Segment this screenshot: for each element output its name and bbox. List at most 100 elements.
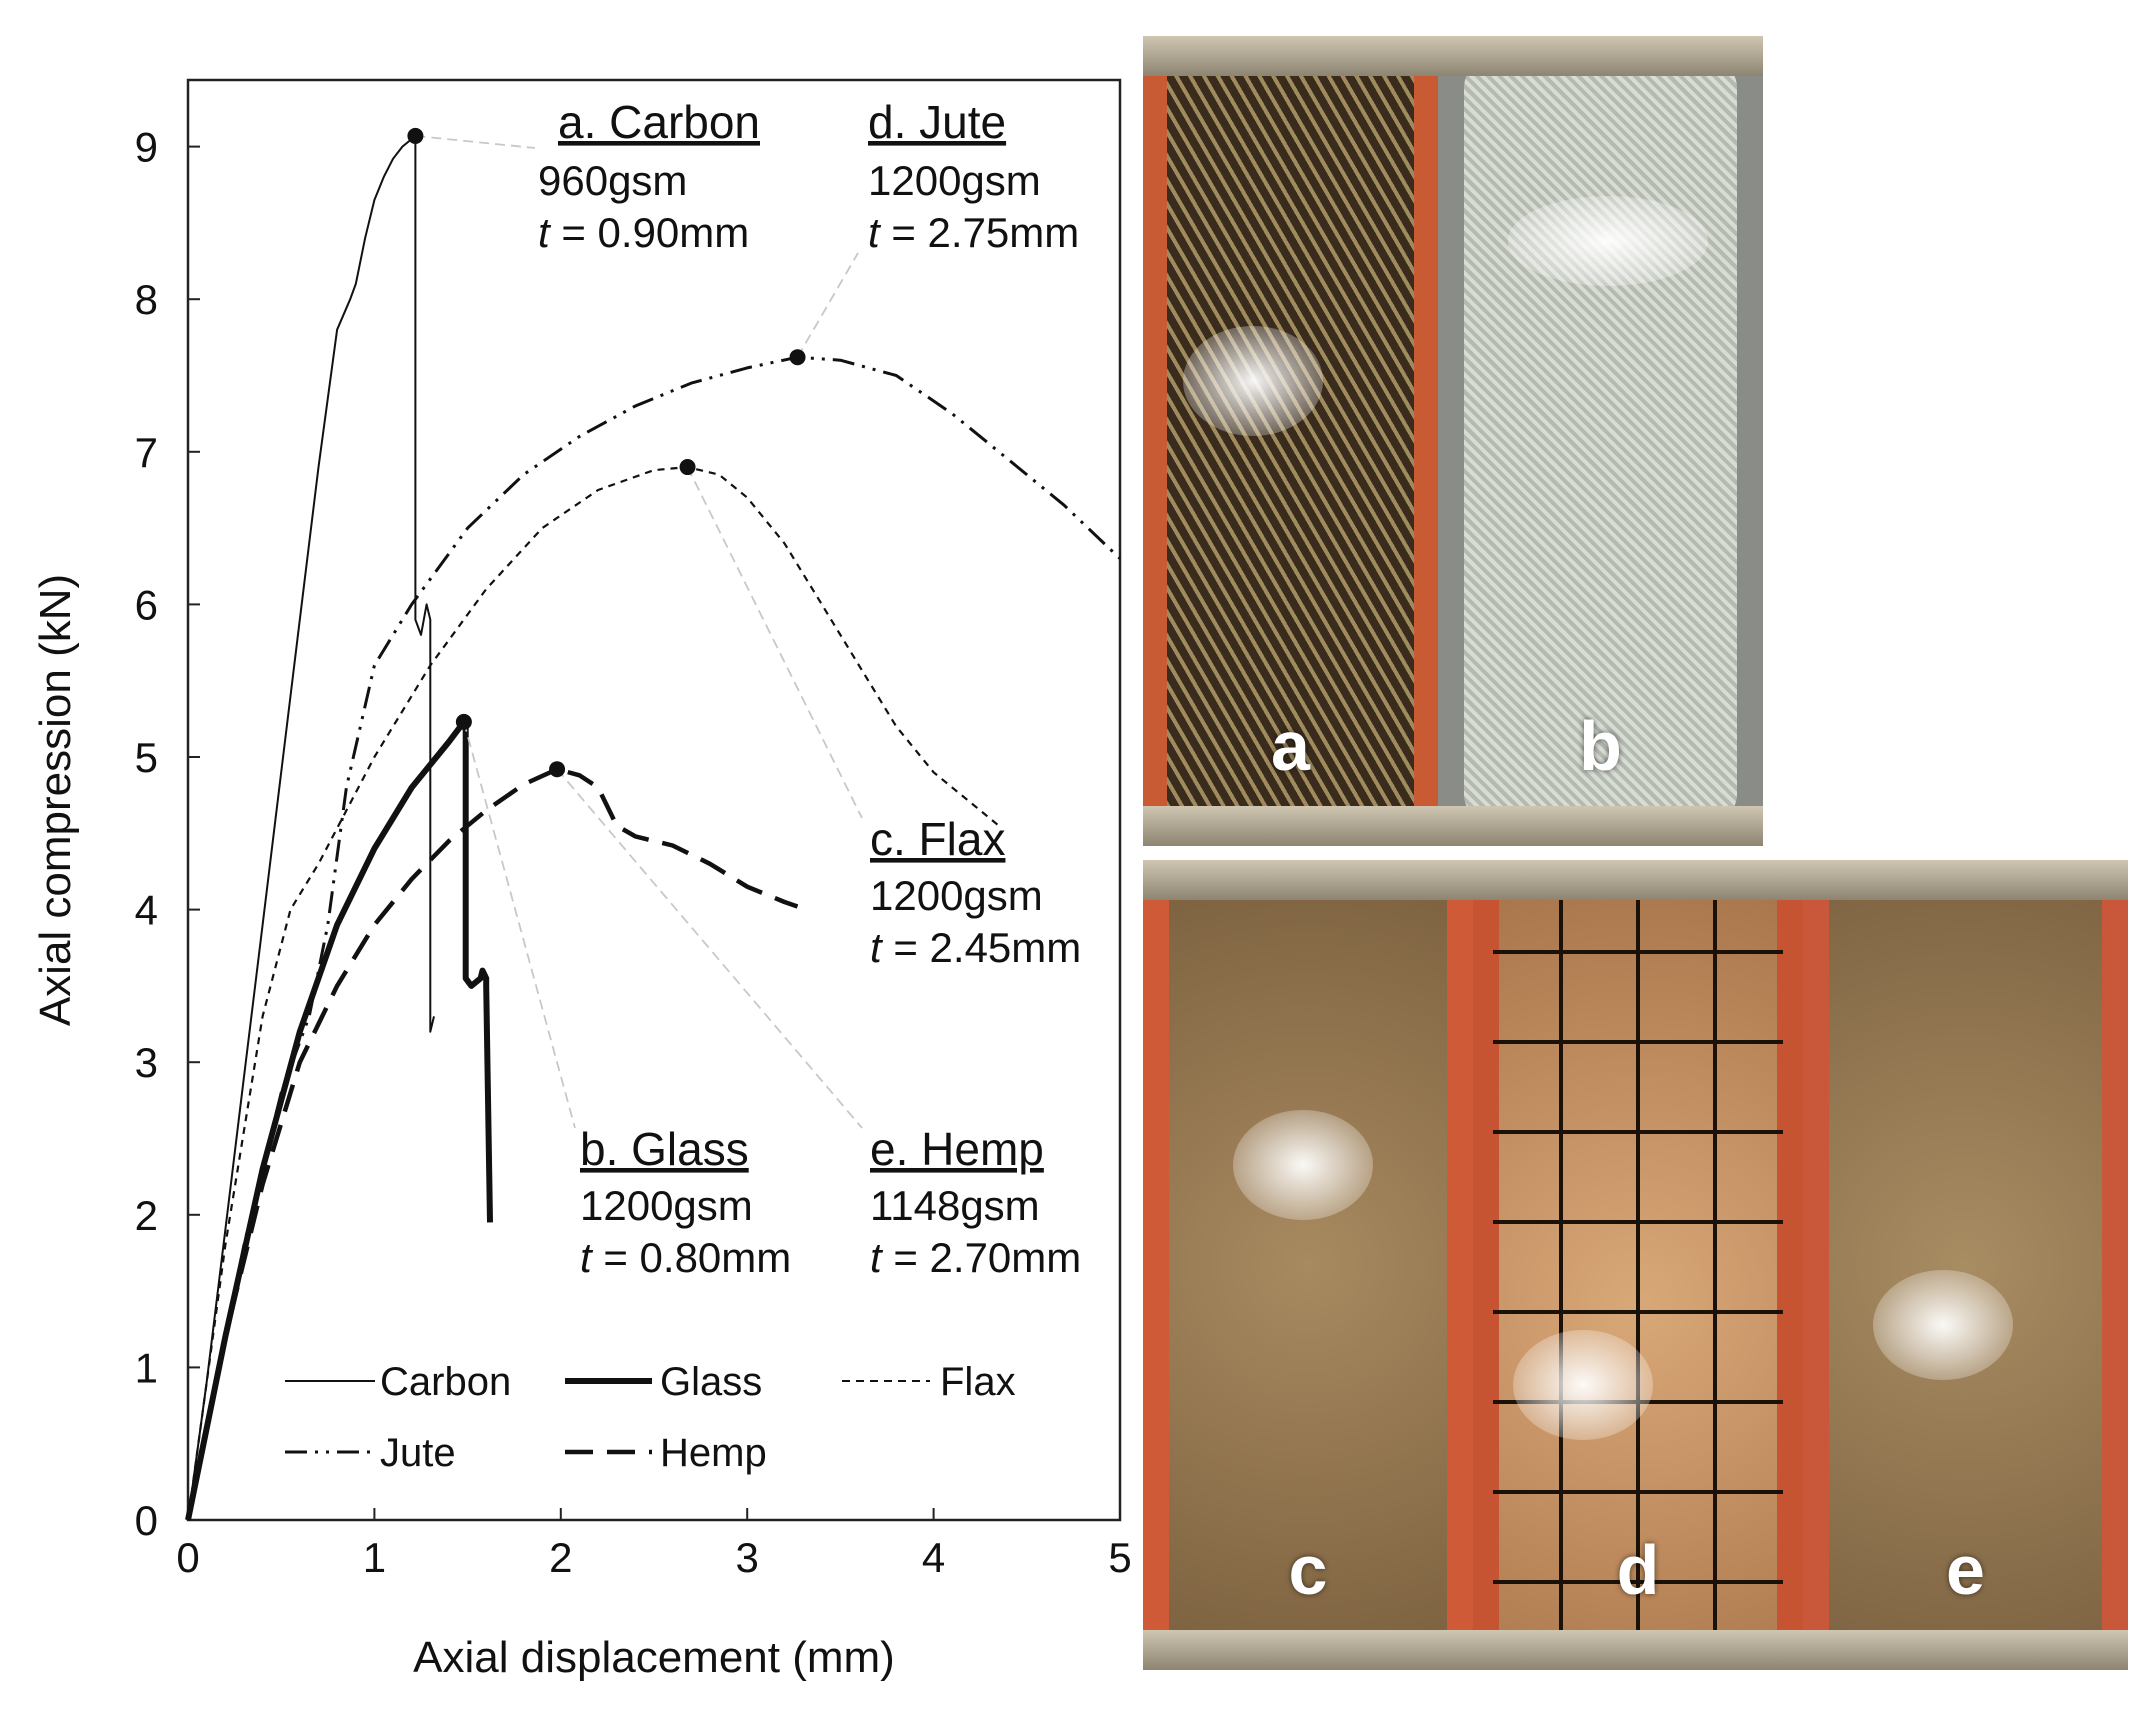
annotation-carbon-thickness: t = 0.90mm <box>538 209 749 256</box>
annotation-jute-gsm: 1200gsm <box>868 157 1041 204</box>
photo-e-specimen <box>1829 882 2102 1648</box>
y-tick-label: 1 <box>135 1344 158 1391</box>
x-tick-label: 0 <box>176 1534 199 1581</box>
legend-label-carbon: Carbon <box>380 1360 511 1404</box>
annotation-carbon: a. Carbon 960gsm t = 0.90mm <box>538 96 760 256</box>
annotation-glass-thickness: t = 0.80mm <box>580 1234 791 1281</box>
photo-d-gridline <box>1492 1310 1784 1314</box>
annotation-hemp-name: e. Hemp <box>870 1123 1044 1175</box>
photo-a-frame-top <box>1143 36 1438 76</box>
annotation-glass: b. Glass 1200gsm t = 0.80mm <box>580 1123 791 1281</box>
annotation-glass-gsm: 1200gsm <box>580 1182 753 1229</box>
photo-b-highlight <box>1508 196 1708 286</box>
leader-line-flax <box>686 466 863 819</box>
leader-line-hemp <box>556 768 863 1129</box>
specimen-photo-e: e <box>1803 860 2128 1670</box>
peak-marker-flax <box>679 459 696 476</box>
photo-a-highlight <box>1183 326 1323 436</box>
leader-line-carbon <box>415 135 536 149</box>
y-tick-label: 2 <box>135 1192 158 1239</box>
peak-marker-hemp <box>549 761 566 778</box>
photo-d-gridline <box>1492 1220 1784 1224</box>
photo-d-gridline <box>1636 890 1640 1640</box>
photo-b-specimen <box>1464 58 1737 824</box>
y-tick-label: 5 <box>135 734 158 781</box>
photo-d-gridline <box>1492 1580 1784 1584</box>
y-tick-label: 7 <box>135 429 158 476</box>
series-hemp <box>185 766 799 1521</box>
photo-d-label: d <box>1616 1531 1660 1609</box>
series-layer <box>185 134 1122 1521</box>
photo-d-highlight <box>1513 1330 1653 1440</box>
photo-d-gridline <box>1492 1490 1784 1494</box>
leader-line-jute <box>796 252 859 358</box>
y-tick-label: 0 <box>135 1497 158 1544</box>
photo-d-gridline <box>1559 890 1563 1640</box>
annotation-jute: d. Jute 1200gsm t = 2.75mm <box>868 96 1079 256</box>
specimen-photo-c: c <box>1143 860 1473 1670</box>
photo-d-gridline <box>1713 890 1717 1640</box>
photo-c-specimen <box>1169 882 1447 1648</box>
annotation-glass-name: b. Glass <box>580 1123 749 1175</box>
series-jute <box>186 355 1122 1521</box>
photo-c-frame-bottom <box>1143 1630 1473 1670</box>
y-tick-label: 9 <box>135 124 158 171</box>
annotation-flax-name: c. Flax <box>870 813 1005 865</box>
photo-d-gridline <box>1492 950 1784 954</box>
photo-c-frame-top <box>1143 860 1473 900</box>
specimen-photo-b: b <box>1438 36 1763 846</box>
photo-d-gridline <box>1492 1040 1784 1044</box>
legend-label-glass: Glass <box>660 1360 762 1404</box>
x-tick-label: 2 <box>549 1534 572 1581</box>
photo-e-label: e <box>1946 1531 1985 1609</box>
x-tick-label: 1 <box>363 1534 386 1581</box>
annotation-flax-thickness: t = 2.45mm <box>870 924 1081 971</box>
specimen-photo-d: d <box>1473 860 1803 1670</box>
photo-c-label: c <box>1288 1531 1328 1609</box>
specimen-photo-a: a <box>1143 36 1438 846</box>
peak-marker-glass <box>455 713 472 730</box>
y-tick-label: 8 <box>135 276 158 323</box>
annotation-jute-thickness: t = 2.75mm <box>868 209 1079 256</box>
y-tick-label: 4 <box>135 887 158 934</box>
photo-b-label: b <box>1579 707 1622 785</box>
plot-area <box>186 78 1122 1522</box>
peak-marker-carbon <box>407 127 424 144</box>
photo-e-frame-top <box>1803 860 2128 900</box>
annotation-carbon-name: a. Carbon <box>558 96 760 148</box>
legend-label-jute: Jute <box>380 1431 456 1475</box>
photo-c-highlight <box>1233 1110 1373 1220</box>
peak-markers <box>407 127 806 778</box>
series-flax <box>186 466 1000 1521</box>
y-axis-title: Axial compression (kN) <box>31 574 80 1026</box>
photo-b-frame-bottom <box>1438 806 1763 846</box>
annotation-hemp-thickness: t = 2.70mm <box>870 1234 1081 1281</box>
y-tick-label: 6 <box>135 581 158 628</box>
annotation-jute-name: d. Jute <box>868 96 1006 148</box>
photo-e-frame-bottom <box>1803 1630 2128 1670</box>
photo-d-gridline <box>1492 1130 1784 1134</box>
photo-a-specimen <box>1166 58 1415 824</box>
annotation-hemp-gsm: 1148gsm <box>870 1182 1040 1229</box>
photo-b-frame-top <box>1438 36 1763 76</box>
x-tick-label: 5 <box>1108 1534 1131 1581</box>
x-axis-title: Axial displacement (mm) <box>413 1633 895 1682</box>
legend: Carbon Glass Flax Jute Hemp <box>285 1360 1016 1475</box>
y-tick-label: 3 <box>135 1039 158 1086</box>
annotation-flax-gsm: 1200gsm <box>870 872 1043 919</box>
series-carbon <box>187 134 435 1521</box>
peak-marker-jute <box>789 349 806 366</box>
annotation-hemp: e. Hemp 1148gsm t = 2.70mm <box>870 1123 1081 1281</box>
leader-lines <box>415 135 863 1129</box>
photo-a-frame-bottom <box>1143 806 1438 846</box>
legend-label-flax: Flax <box>940 1360 1016 1404</box>
x-tick-label: 4 <box>922 1534 945 1581</box>
photo-e-highlight <box>1873 1270 2013 1380</box>
photo-a-label: a <box>1271 707 1310 785</box>
leader-line-glass <box>463 721 576 1129</box>
annotation-carbon-gsm: 960gsm <box>538 157 687 204</box>
annotation-flax: c. Flax 1200gsm t = 2.45mm <box>870 813 1081 971</box>
legend-label-hemp: Hemp <box>660 1431 767 1475</box>
